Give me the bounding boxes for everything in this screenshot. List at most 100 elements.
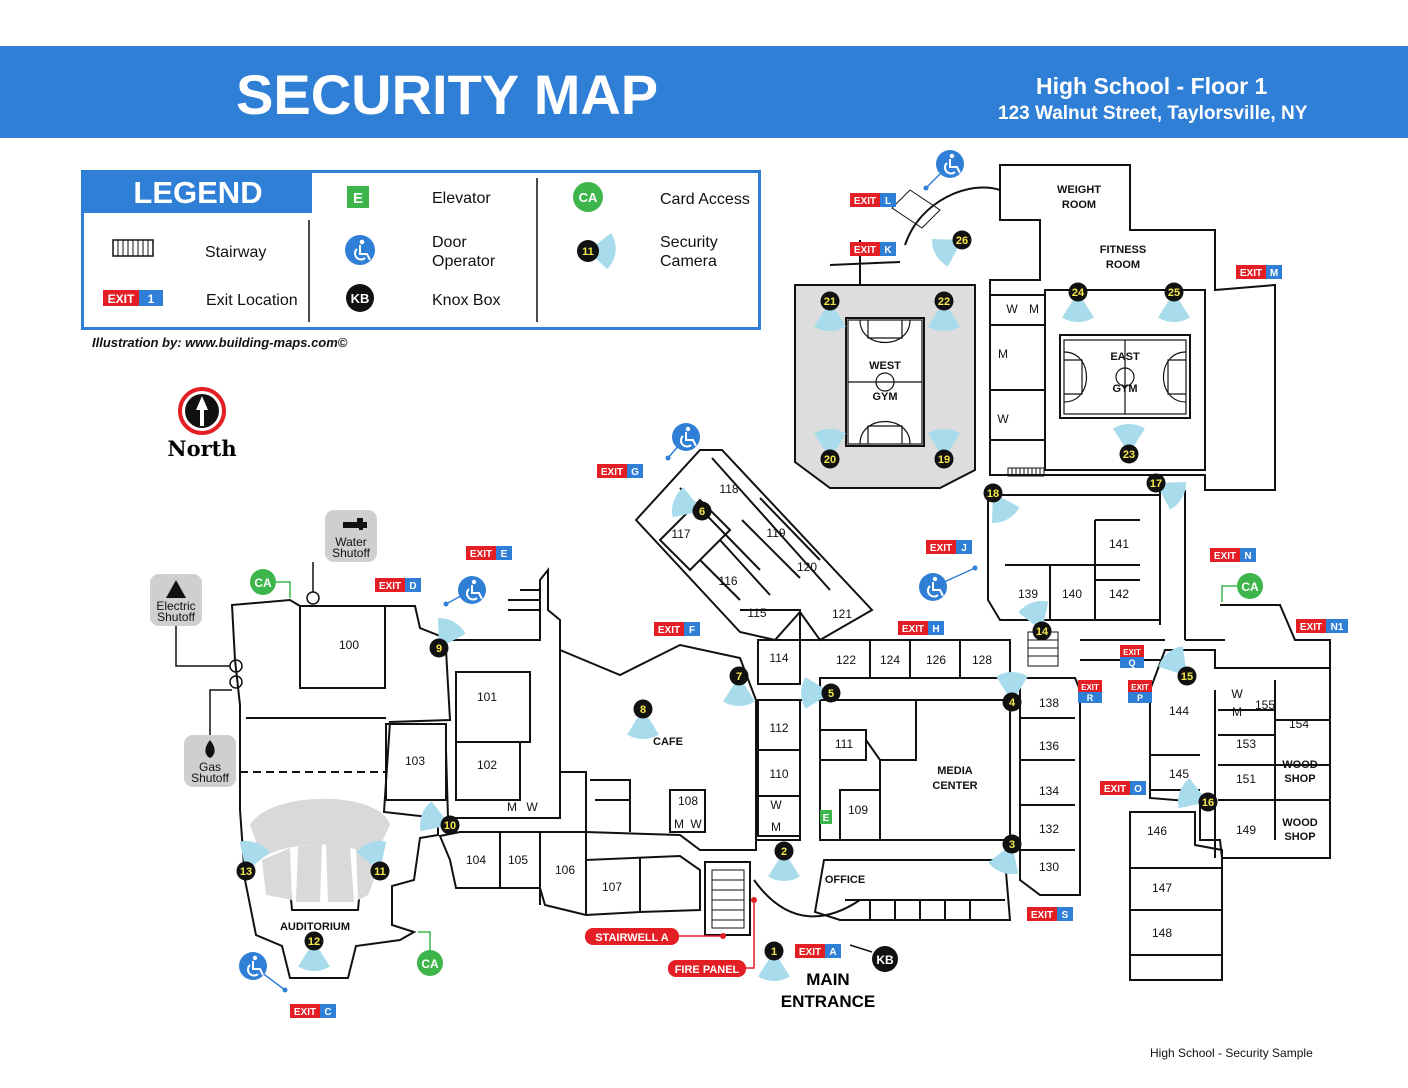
room-115: 115 bbox=[747, 606, 766, 620]
auditorium-label: AUDITORIUM bbox=[280, 921, 350, 933]
legend-exit-label: Exit Location bbox=[206, 292, 298, 309]
camera-8-icon: 8 bbox=[627, 699, 659, 739]
camera-number: 15 bbox=[1181, 671, 1193, 683]
room-120: 120 bbox=[797, 560, 817, 574]
camera-18-icon: 18 bbox=[983, 483, 1020, 524]
legend-knox-label: Knox Box bbox=[432, 292, 501, 309]
room-145: 145 bbox=[1169, 767, 1189, 781]
room-146: 146 bbox=[1147, 824, 1167, 838]
camera-number: 1 bbox=[771, 946, 777, 958]
card-access-legend-icon: CA bbox=[573, 182, 603, 212]
svg-text:STAIRWELL A: STAIRWELL A bbox=[595, 932, 669, 944]
exit-legend-icon: EXIT 1 bbox=[103, 290, 163, 306]
svg-text:ENTRANCE: ENTRANCE bbox=[781, 992, 875, 1011]
room-141: 141 bbox=[1109, 537, 1129, 551]
svg-text:W: W bbox=[1231, 687, 1243, 701]
camera-17-icon: 17 bbox=[1146, 473, 1186, 510]
legend-exit-num: 1 bbox=[148, 292, 155, 306]
west-gym-court bbox=[847, 319, 923, 445]
office-label: OFFICE bbox=[825, 874, 865, 886]
cafe-label: CAFE bbox=[653, 736, 683, 748]
camera-number: 24 bbox=[1072, 287, 1085, 299]
svg-text:EXIT: EXIT bbox=[1131, 683, 1149, 692]
room-118: 118 bbox=[719, 482, 738, 496]
camera-6-icon: 6 bbox=[672, 487, 712, 521]
svg-text:SHOP: SHOP bbox=[1284, 831, 1315, 843]
room-116: 116 bbox=[718, 574, 737, 588]
auditorium-seating bbox=[250, 798, 390, 902]
svg-text:SHOP: SHOP bbox=[1284, 773, 1315, 785]
room-114: 114 bbox=[769, 651, 788, 665]
camera-number: 5 bbox=[828, 688, 834, 700]
room-132: 132 bbox=[1039, 822, 1059, 836]
camera-number: 14 bbox=[1036, 626, 1049, 638]
legend-graphics: EXIT 1 E KB CA 11 bbox=[84, 173, 616, 322]
exit-letter: H bbox=[932, 624, 939, 635]
weight-room-label: WEIGHT bbox=[1057, 184, 1101, 196]
camera-13-icon: 13 bbox=[236, 841, 270, 881]
room-144: 144 bbox=[1169, 704, 1189, 718]
room-136: 136 bbox=[1039, 739, 1059, 753]
svg-text:EXIT: EXIT bbox=[930, 543, 952, 554]
camera-15-icon: 15 bbox=[1158, 646, 1197, 686]
svg-text:E: E bbox=[823, 813, 830, 824]
svg-text:Water: Water bbox=[335, 535, 367, 549]
camera-number: 17 bbox=[1150, 478, 1162, 490]
svg-text:EXIT: EXIT bbox=[294, 1007, 316, 1018]
camera-12-icon: 12 bbox=[298, 931, 330, 971]
card-access-icon: CA bbox=[1221, 573, 1263, 602]
restroom-labels: W M M W M W M W W M W M bbox=[507, 302, 1243, 834]
room-134: 134 bbox=[1039, 784, 1059, 798]
exit-letter: A bbox=[829, 947, 836, 958]
room-121: 121 bbox=[832, 607, 852, 621]
svg-text:ROOM: ROOM bbox=[1106, 259, 1140, 271]
svg-text:CA: CA bbox=[421, 957, 439, 971]
svg-text:EXIT: EXIT bbox=[902, 624, 924, 635]
svg-text:FIRE PANEL: FIRE PANEL bbox=[675, 964, 740, 976]
svg-text:KB: KB bbox=[351, 291, 370, 306]
room-117: 117 bbox=[671, 527, 690, 541]
north-label: North bbox=[167, 436, 236, 461]
camera-1-icon: 1 bbox=[758, 941, 790, 982]
room-155: 155 bbox=[1255, 698, 1275, 712]
svg-text:Gas: Gas bbox=[199, 760, 221, 774]
camera-number: 3 bbox=[1009, 839, 1015, 851]
room-153: 153 bbox=[1236, 737, 1256, 751]
exit-letter: M bbox=[1270, 268, 1278, 279]
west-gym-label: WEST bbox=[869, 360, 901, 372]
exit-letter: L bbox=[885, 196, 891, 207]
svg-text:W: W bbox=[526, 800, 538, 814]
svg-text:M: M bbox=[998, 347, 1008, 361]
camera-number: 26 bbox=[956, 235, 968, 247]
door-operator-icon bbox=[443, 576, 486, 607]
svg-text:EXIT: EXIT bbox=[854, 245, 876, 256]
svg-text:EXIT: EXIT bbox=[1081, 683, 1099, 692]
legend-panel: LEGEND EXIT 1 E bbox=[81, 170, 761, 330]
exit-letter: S bbox=[1062, 910, 1069, 921]
legend-stairway-label: Stairway bbox=[205, 244, 267, 261]
room-108: 108 bbox=[678, 794, 698, 808]
camera-21-icon: 21 bbox=[814, 291, 846, 331]
svg-text:EXIT: EXIT bbox=[854, 196, 876, 207]
camera-19-icon: 19 bbox=[928, 429, 960, 469]
fire-panel-callout: FIRE PANEL bbox=[668, 897, 757, 977]
elevator-icon: E bbox=[820, 810, 832, 824]
room-109: 109 bbox=[848, 803, 868, 817]
water-shutoff-icon: Water Shutoff bbox=[325, 510, 377, 562]
svg-text:EXIT: EXIT bbox=[1240, 268, 1262, 279]
camera-9-icon: 9 bbox=[429, 618, 466, 658]
svg-text:CA: CA bbox=[254, 576, 272, 590]
exit-letter: F bbox=[689, 625, 695, 636]
gas-shutoff-icon: Gas Shutoff bbox=[184, 735, 236, 787]
exit-letter: N1 bbox=[1331, 622, 1344, 633]
camera-20-icon: 20 bbox=[814, 429, 846, 469]
room-138: 138 bbox=[1039, 696, 1059, 710]
